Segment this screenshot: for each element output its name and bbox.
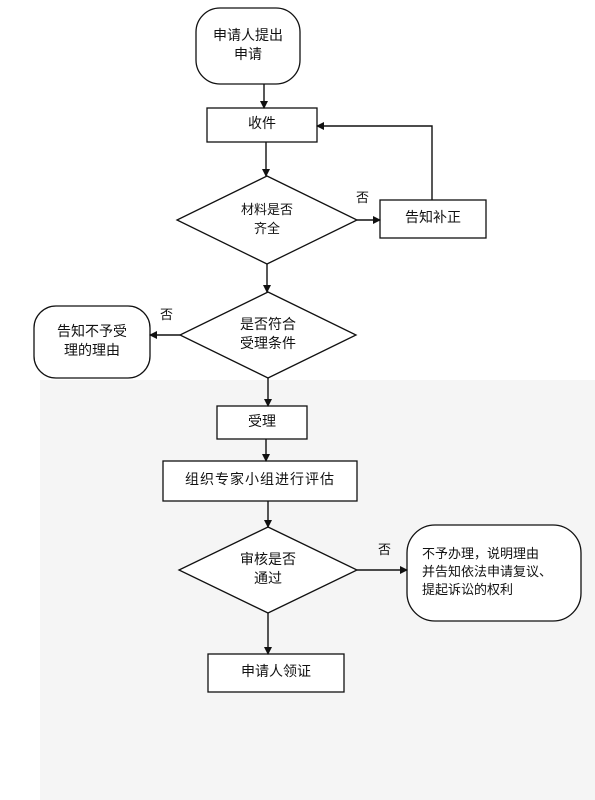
check-eligible-label: 是否符合 受理条件: [218, 316, 318, 354]
deny-node-line-1: 不予办理，说明理由: [422, 547, 540, 562]
reject-node-label: 告知不予受 理的理由: [34, 323, 150, 361]
edge-label-ineligible: 否: [160, 308, 174, 323]
deny-node-label: 不予办理，说明理由 并告知依法申请复议、 提起诉讼的权利: [422, 546, 572, 600]
accept-box-label: 受理: [248, 414, 276, 430]
deny-node-line-2: 并告知依法申请复议、: [422, 565, 553, 580]
expert-review-label: 组织专家小组进行评估: [185, 472, 335, 488]
reject-node-line-2: 理的理由: [64, 343, 120, 359]
reject-node-shape: [33, 305, 151, 379]
start-node-label: 申请人提出 申请: [196, 27, 300, 65]
reject-node-line-1: 告知不予受: [57, 324, 127, 340]
check-eligible-line-1: 是否符合: [240, 317, 296, 333]
collect-box-label: 申请人领证: [241, 664, 311, 680]
notify-supplement-label: 告知补正: [405, 210, 461, 226]
edge-label-rejected: 否: [378, 543, 392, 558]
approval-line-1: 审核是否: [240, 552, 296, 568]
check-eligible-line-2: 受理条件: [240, 336, 296, 352]
approval-label: 审核是否 通过: [218, 551, 318, 589]
deny-node-line-3: 提起诉讼的权利: [422, 583, 514, 598]
edge-label-incomplete: 否: [356, 191, 370, 206]
start-node-line-2: 申请: [234, 47, 262, 63]
expert-review-box-shape: [162, 460, 358, 502]
receive-box-label: 收件: [248, 116, 276, 132]
start-node-line-1: 申请人提出: [213, 28, 283, 44]
check-complete-line-2: 齐全: [253, 222, 280, 237]
check-complete-line-1: 材料是否: [240, 203, 293, 218]
notify-supplement-box-shape: [379, 199, 487, 239]
check-complete-label: 材料是否 齐全: [217, 201, 317, 239]
approval-line-2: 通过: [254, 571, 282, 587]
receive-box-shape: [206, 107, 318, 143]
collect-box-shape: [207, 653, 345, 693]
start-node-shape: [195, 7, 301, 85]
edge-notify-back-to-receive: [316, 122, 433, 200]
accept-box-shape: [216, 405, 308, 440]
